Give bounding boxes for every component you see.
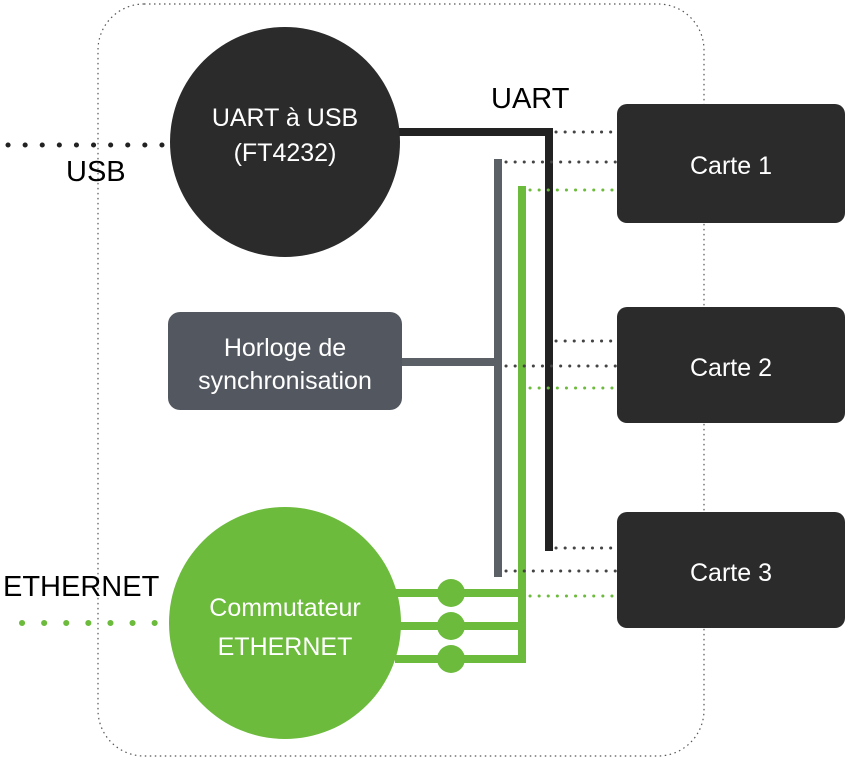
- usb-label: USB: [66, 156, 126, 188]
- ethernet-label: ETHERNET: [3, 571, 160, 603]
- clock-label-line2: synchronisation: [198, 367, 372, 395]
- ethernet-port-2: [437, 612, 465, 640]
- board-2-box: [617, 307, 845, 423]
- uart-label: UART: [491, 83, 570, 115]
- uart-usb-node: UART à USB (FT4232): [170, 27, 400, 257]
- uart-usb-label-line1: UART à USB: [212, 104, 358, 132]
- ethernet-port-3: [437, 645, 465, 673]
- uart-usb-circle: [170, 27, 400, 257]
- ethernet-port-1: [437, 579, 465, 607]
- board-2-label: Carte 2: [690, 354, 772, 382]
- board-1-box: [617, 104, 845, 223]
- ethernet-switch-circle: [169, 507, 401, 739]
- ethernet-switch-node: Commutateur ETHERNET: [169, 507, 401, 739]
- board-3-label: Carte 3: [690, 559, 772, 587]
- clock-label-line1: Horloge de: [224, 334, 346, 362]
- ethernet-switch-label-line1: Commutateur: [209, 594, 360, 622]
- board-1: Carte 1: [617, 104, 845, 223]
- clock-node: Horloge de synchronisation: [168, 312, 402, 410]
- clock-box: [168, 312, 402, 410]
- board-3-box: [617, 512, 845, 628]
- uart-usb-label-line2: (FT4232): [234, 139, 337, 167]
- board-2: Carte 2: [617, 307, 845, 423]
- ethernet-switch-label-line2: ETHERNET: [218, 633, 353, 661]
- board-3: Carte 3: [617, 512, 845, 628]
- uart-bus: [390, 128, 553, 551]
- board-1-label: Carte 1: [690, 152, 772, 180]
